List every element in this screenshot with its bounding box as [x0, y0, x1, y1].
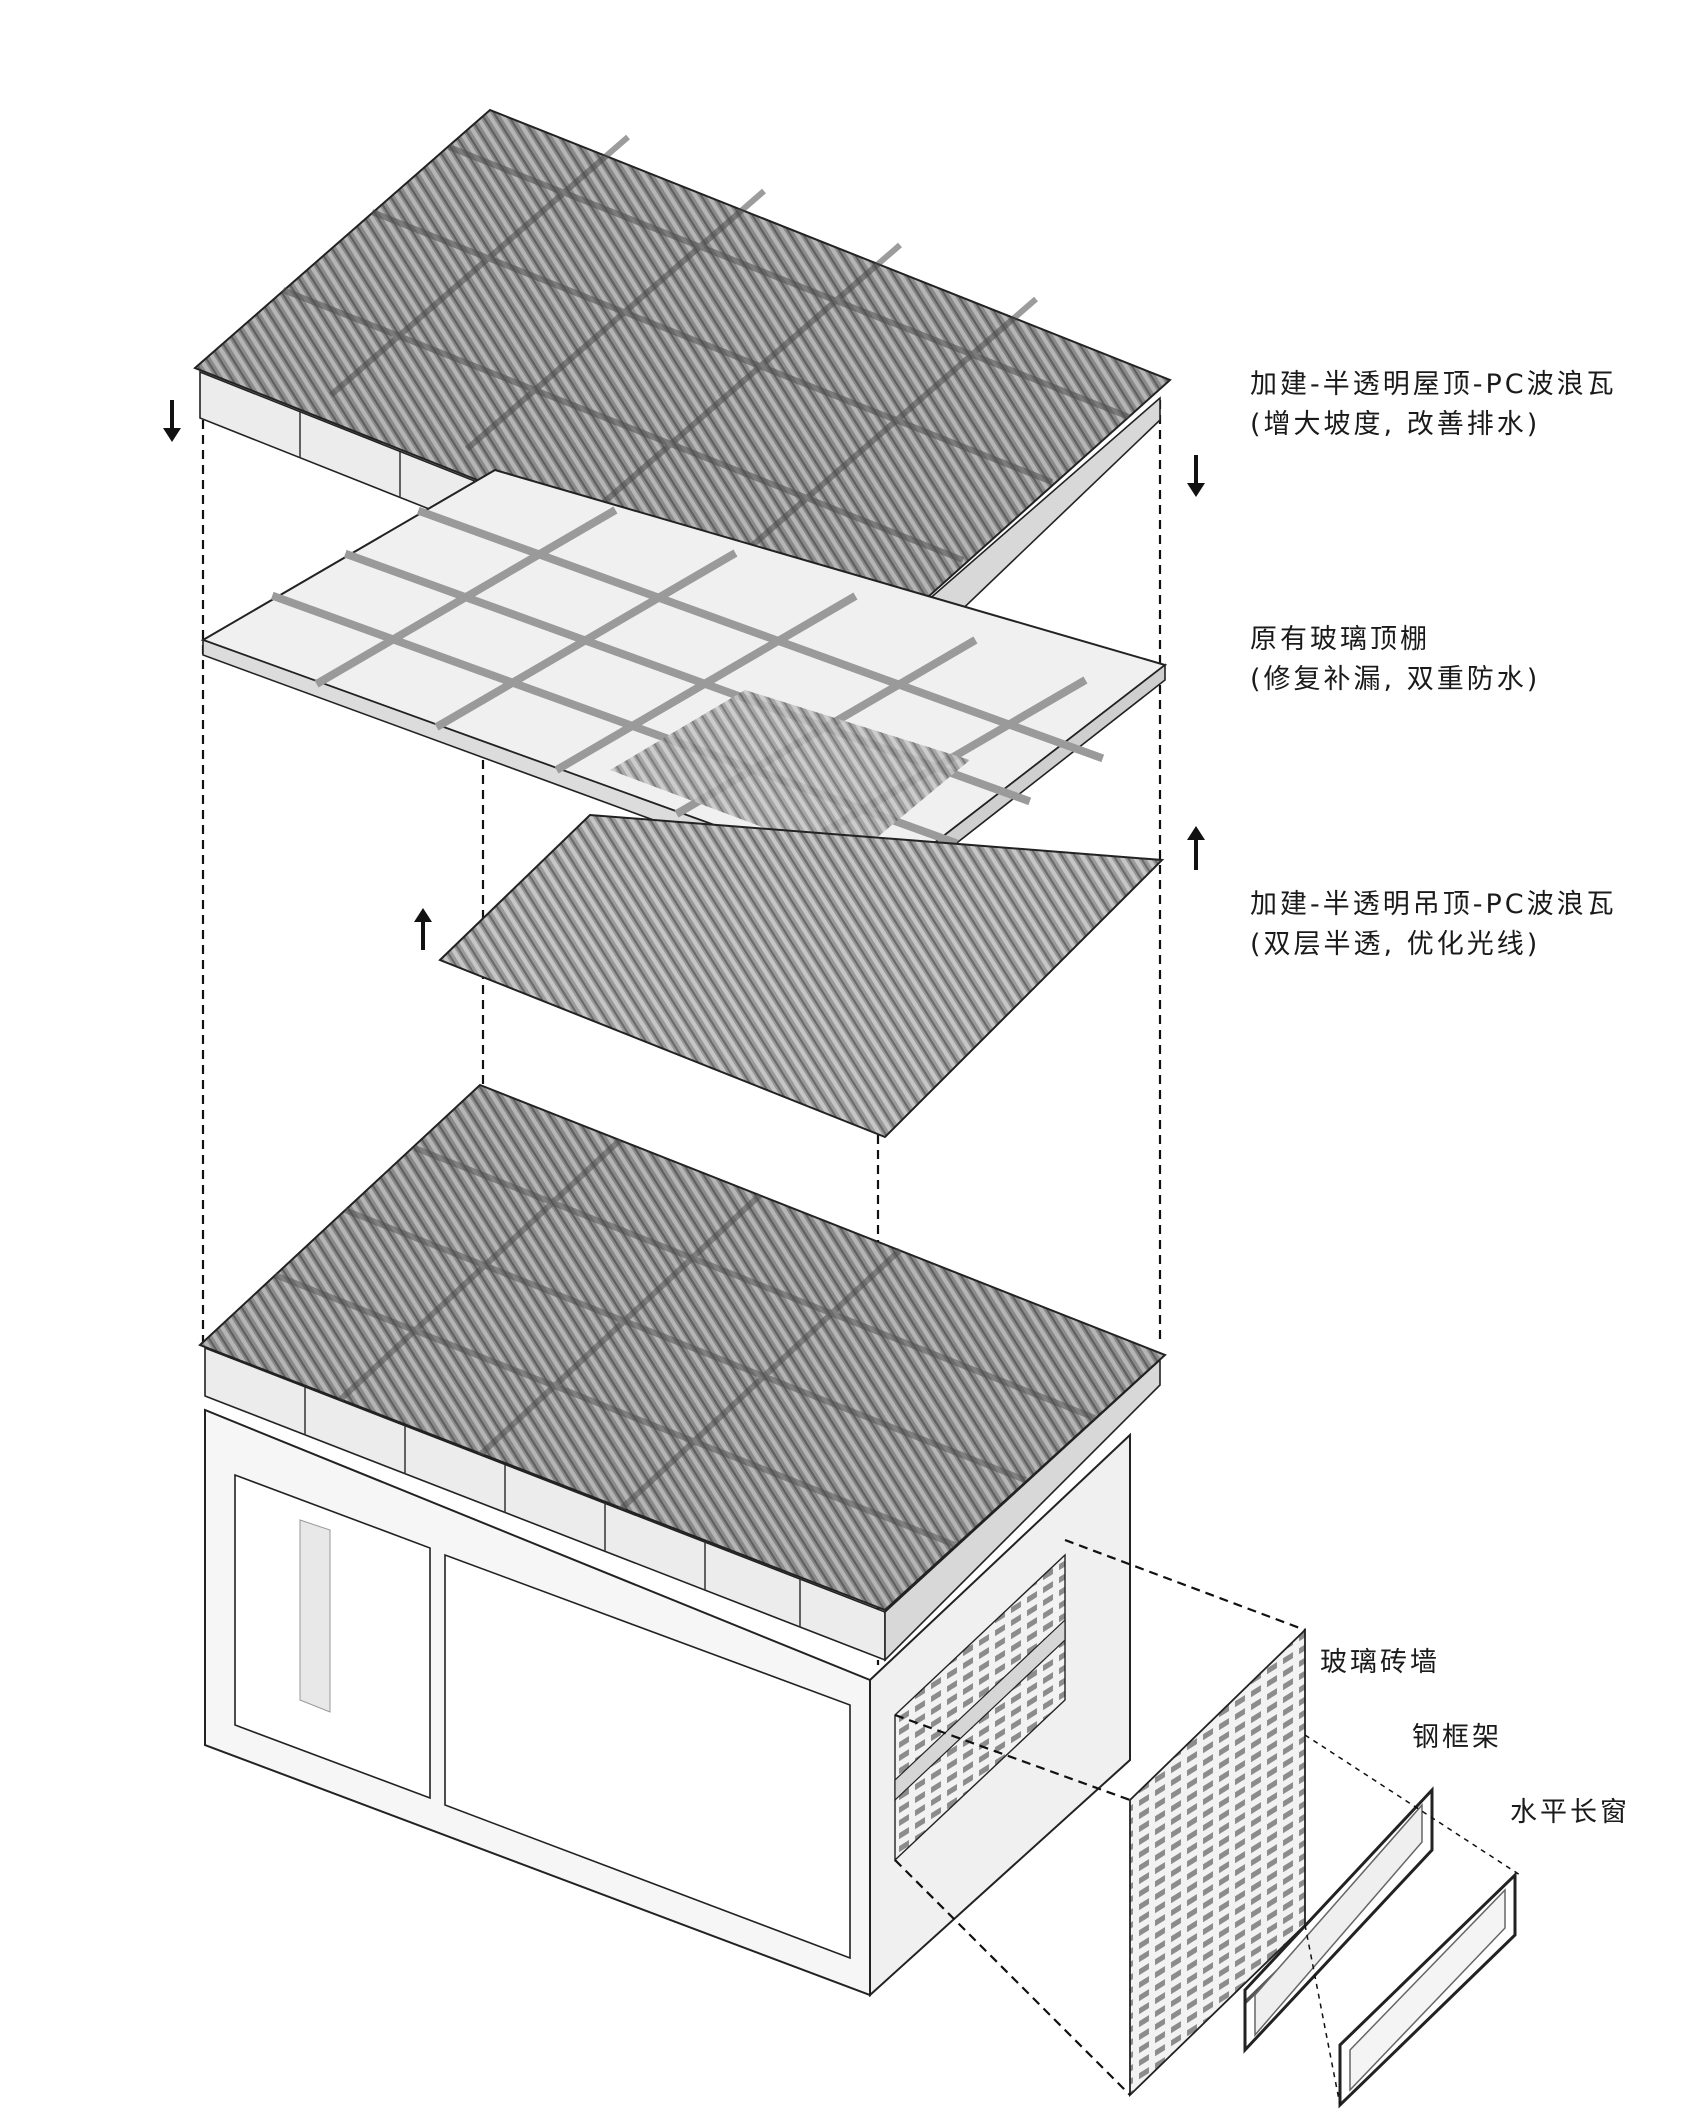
label-glass-brick-wall: 玻璃砖墙 — [1320, 1647, 1440, 1678]
window-projection-lines — [894, 1538, 1521, 2106]
pc-corrugated-ceiling — [438, 813, 1165, 1139]
building-volume — [204, 1408, 1131, 1998]
label-roof-pc: 加建-半透明屋顶-PC波浪瓦 (增大坡度, 改善排水) — [1250, 365, 1617, 445]
arrow-up-icon — [414, 908, 432, 950]
steel-frame-part — [1243, 1786, 1434, 2054]
label-glass-canopy-line1: 原有玻璃顶棚 — [1250, 624, 1430, 655]
label-ceiling-pc-line2: (双层半透, 优化光线) — [1250, 929, 1541, 960]
horizontal-window-part — [1338, 1871, 1517, 2109]
label-roof-pc-line2: (增大坡度, 改善排水) — [1250, 409, 1541, 440]
label-glass-canopy: 原有玻璃顶棚 (修复补漏, 双重防水) — [1250, 620, 1540, 700]
label-roof-pc-line1: 加建-半透明屋顶-PC波浪瓦 — [1250, 369, 1617, 400]
label-ceiling-pc-line1: 加建-半透明吊顶-PC波浪瓦 — [1250, 889, 1617, 920]
label-ceiling-pc: 加建-半透明吊顶-PC波浪瓦 (双层半透, 优化光线) — [1250, 885, 1617, 965]
pc-corrugated-roof-installed — [198, 1083, 1167, 1662]
arrow-down-icon — [1187, 455, 1205, 497]
label-glass-canopy-line2: (修复补漏, 双重防水) — [1250, 664, 1541, 695]
arrow-up-icon — [1187, 826, 1205, 870]
arrow-down-icon — [163, 400, 181, 442]
glass-brick-wall-panel — [1129, 1627, 1306, 2098]
label-steel-frame: 钢框架 — [1412, 1722, 1502, 1753]
label-horizontal-window: 水平长窗 — [1510, 1797, 1630, 1828]
